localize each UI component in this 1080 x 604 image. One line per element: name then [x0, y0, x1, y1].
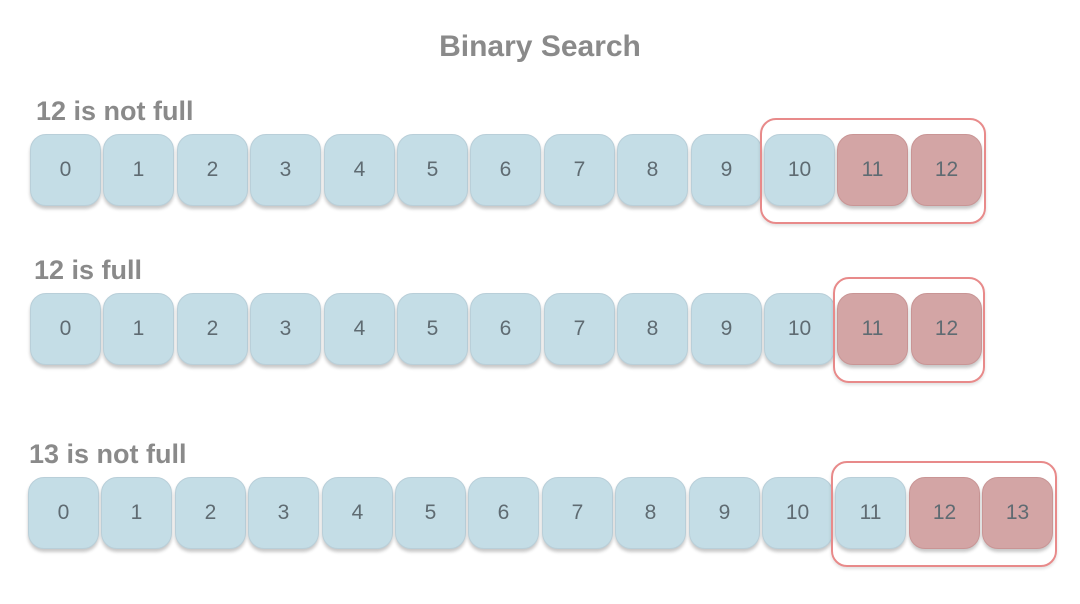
row-label: 12 is not full: [36, 96, 194, 126]
array-cell: 4: [324, 293, 395, 365]
array-cell: 4: [324, 134, 395, 206]
array-cell: 0: [30, 293, 101, 365]
array-cell: 2: [177, 293, 248, 365]
row-label: 13 is not full: [29, 439, 187, 469]
array-cell: 5: [397, 134, 468, 206]
array-cell-highlighted: 13: [982, 477, 1053, 549]
array-cell: 4: [322, 477, 393, 549]
search-range-frame: [833, 277, 985, 383]
array-cell: 6: [470, 134, 541, 206]
array-cell: 2: [177, 134, 248, 206]
array-cell: 10: [764, 293, 835, 365]
search-range-frame: [760, 118, 986, 224]
array-cell: 8: [617, 134, 688, 206]
diagram-title: Binary Search: [439, 30, 641, 63]
array-cell: 1: [103, 134, 174, 206]
array-cell: 5: [395, 477, 466, 549]
array-cell: 7: [542, 477, 613, 549]
array-cell-highlighted: 12: [911, 134, 982, 206]
search-range-frame: [831, 461, 1057, 567]
array-cell: 6: [470, 293, 541, 365]
array-cell: 1: [103, 293, 174, 365]
array-cell-highlighted: 11: [837, 134, 908, 206]
array-cell: 0: [30, 134, 101, 206]
array-cell-highlighted: 12: [909, 477, 980, 549]
array-cell: 3: [248, 477, 319, 549]
array-cell: 6: [468, 477, 539, 549]
row-label: 12 is full: [34, 255, 143, 285]
array-cell: 9: [691, 293, 762, 365]
array-cell: 8: [617, 293, 688, 365]
array-cell-highlighted: 11: [837, 293, 908, 365]
array-cell-highlighted: 12: [911, 293, 982, 365]
array-cell: 9: [689, 477, 760, 549]
array-cell: 8: [615, 477, 686, 549]
array-cell: 11: [835, 477, 906, 549]
array-cell: 3: [250, 134, 321, 206]
array-cell: 10: [764, 134, 835, 206]
array-cell: 7: [544, 293, 615, 365]
array-cell: 2: [175, 477, 246, 549]
array-cell: 10: [762, 477, 833, 549]
array-cell: 3: [250, 293, 321, 365]
array-cell: 5: [397, 293, 468, 365]
array-cell: 9: [691, 134, 762, 206]
array-cell: 0: [28, 477, 99, 549]
array-cell: 1: [101, 477, 172, 549]
array-cell: 7: [544, 134, 615, 206]
